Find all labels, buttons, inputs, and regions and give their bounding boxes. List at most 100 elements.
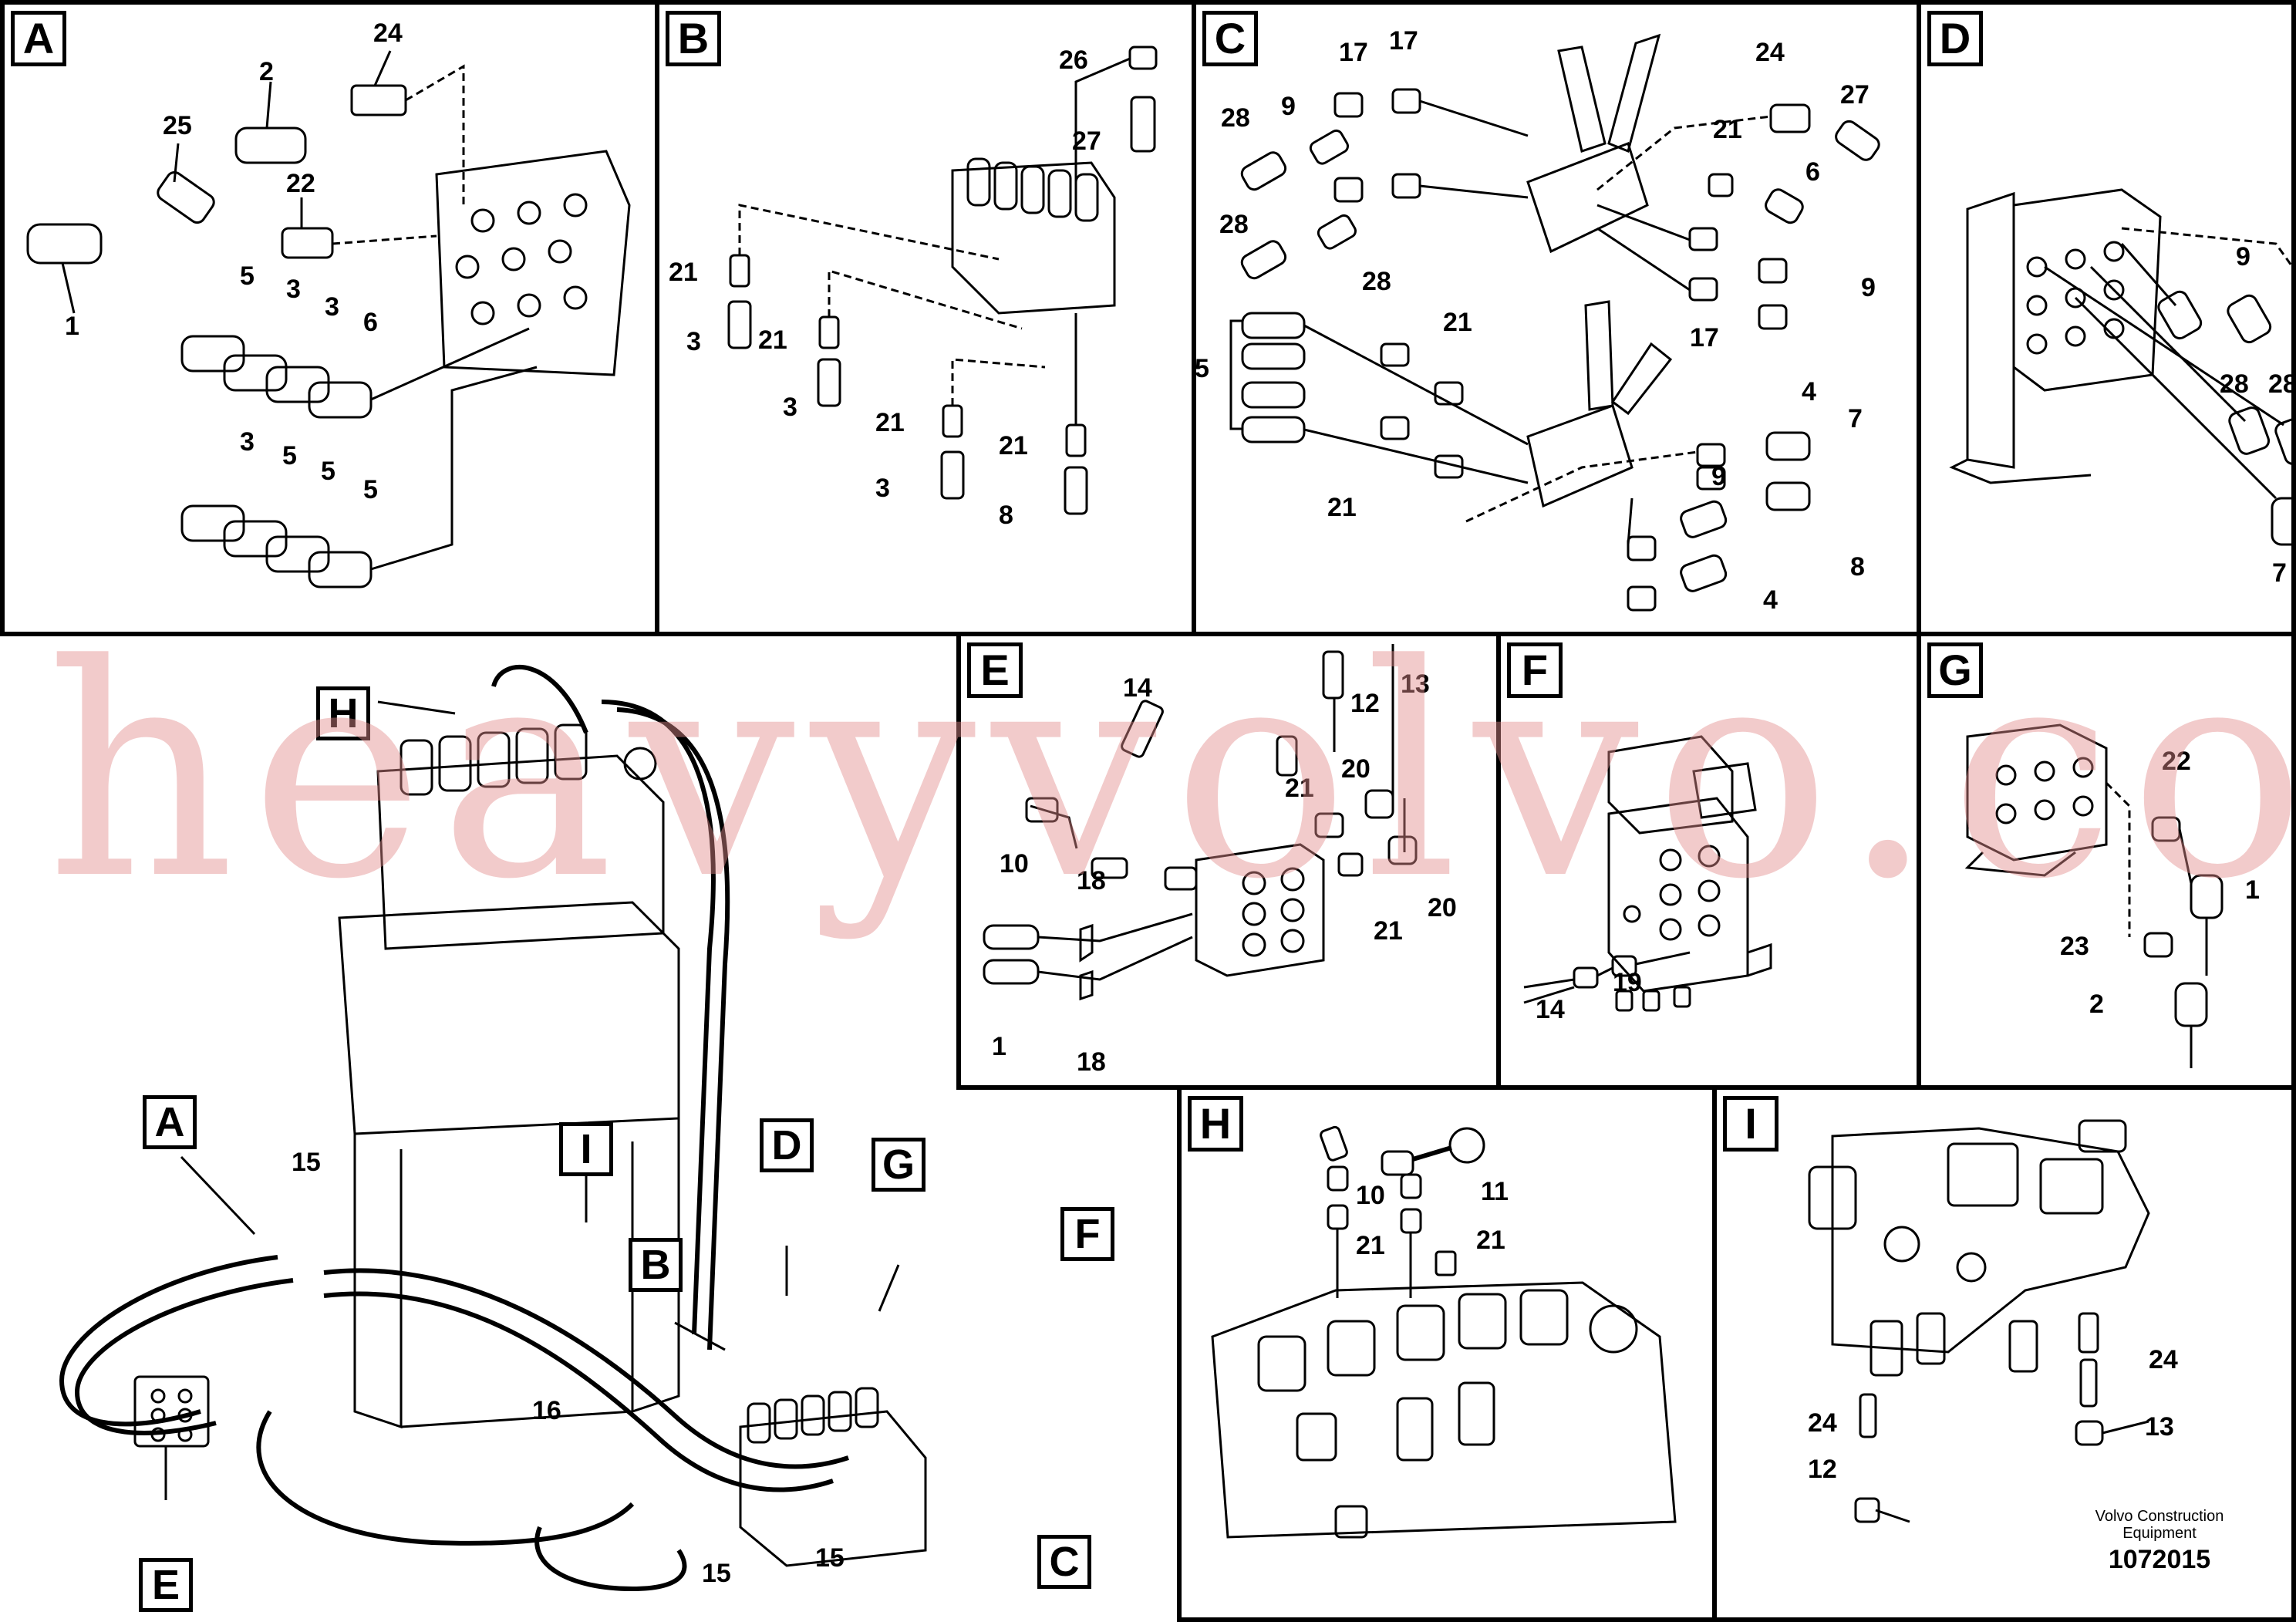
panel-i-drawing [1808, 1119, 2150, 1523]
callout: 10 [1356, 1181, 1385, 1210]
callout: 20 [1341, 754, 1371, 784]
callout: 21 [1476, 1226, 1505, 1255]
overview-drawing-area [0, 640, 956, 1620]
callout: 22 [2162, 747, 2191, 776]
callout: 21 [1356, 1231, 1385, 1260]
footer-company-line1: Volvo Construction [2095, 1508, 2224, 1525]
callout: 3 [686, 327, 701, 356]
callout: 27 [1072, 126, 1101, 156]
callout: 19 [1613, 968, 1642, 997]
callout: 20 [1428, 893, 1457, 922]
callout: 1 [65, 312, 79, 341]
panel-g: G 22 1 23 2 [1917, 632, 2296, 1090]
panel-f: F 14 19 [1496, 632, 1921, 1090]
panel-g-drawing [1964, 723, 2224, 1068]
callout: 13 [1401, 669, 1430, 699]
callout: 12 [1350, 689, 1380, 718]
callout: 24 [2149, 1345, 2178, 1374]
footer-company: Volvo Construction Equipment [2082, 1508, 2237, 1542]
overview-marker-a: A [143, 1095, 197, 1149]
panel-a: A [0, 0, 659, 636]
callout: 9 [1861, 273, 1876, 302]
panel-b-drawing [727, 46, 1158, 515]
panel-c-drawing [1229, 33, 1880, 612]
callout: 17 [1339, 38, 1368, 67]
panel-a-label: A [11, 11, 66, 66]
callout: 5 [1195, 354, 1209, 383]
callout: 5 [363, 475, 378, 504]
panel-c-label: C [1202, 11, 1258, 66]
callout: 7 [2272, 558, 2287, 588]
panel-f-label: F [1507, 642, 1563, 698]
callout: 1 [2245, 875, 2260, 905]
callout: 21 [1374, 916, 1403, 946]
callout: 3 [783, 393, 797, 422]
panel-g-label: G [1927, 642, 1983, 698]
overview-drawing [59, 665, 927, 1592]
overview-marker-e: E [139, 1558, 193, 1612]
callout: 8 [999, 501, 1013, 530]
callout: 6 [1805, 157, 1820, 187]
callout: 28 [2268, 369, 2296, 399]
callout: 21 [1443, 308, 1472, 337]
panel-h-label: H [1188, 1096, 1243, 1152]
panel-d-label: D [1927, 11, 1983, 66]
callout: 21 [999, 431, 1028, 460]
callout: 23 [2060, 932, 2089, 961]
callout: 22 [286, 169, 315, 198]
callout: 11 [1481, 1177, 1509, 1206]
callout: 9 [1281, 92, 1296, 121]
callout: 2 [259, 57, 274, 86]
panel-h: H 10 11 21 21 [1177, 1085, 1717, 1622]
callout: 28 [1219, 210, 1249, 239]
callout: 3 [325, 292, 339, 322]
callout: 7 [1848, 404, 1863, 433]
callout: 15 [292, 1148, 321, 1177]
overview-marker-g: G [872, 1138, 925, 1192]
callout: 5 [282, 441, 297, 470]
callout: 5 [321, 457, 335, 486]
panel-d: D 9 28 28 7 [1917, 0, 2296, 636]
callout: 24 [373, 19, 403, 48]
callout: 24 [1755, 38, 1785, 67]
panel-h-drawing [1211, 1125, 1677, 1539]
callout: 28 [1221, 103, 1250, 133]
callout: 6 [363, 308, 378, 337]
callout: 21 [1327, 493, 1357, 522]
footer-code: 1072015 [2108, 1545, 2211, 1574]
panel-e: E 14 13 12 [956, 632, 1501, 1090]
panel-b-label: B [666, 11, 721, 66]
callout: 2 [2089, 990, 2104, 1019]
callout: 14 [1536, 995, 1565, 1024]
callout: 4 [1802, 377, 1816, 406]
callout: 18 [1077, 866, 1106, 895]
overview-marker-f: F [1060, 1207, 1114, 1261]
panel-i-label: I [1723, 1096, 1778, 1152]
panel-a-drawing [26, 50, 631, 588]
callout: 21 [875, 408, 905, 437]
callout: 10 [1000, 849, 1029, 878]
callout: 17 [1389, 26, 1418, 56]
callout: 3 [286, 275, 301, 304]
callout: 9 [1711, 462, 1726, 491]
callout: 28 [2220, 369, 2249, 399]
callout: 24 [1808, 1408, 1837, 1438]
callout: 21 [669, 258, 698, 287]
callout: 28 [1362, 267, 1391, 296]
callout: 8 [1850, 552, 1865, 582]
callout: 12 [1808, 1455, 1837, 1484]
panel-b: B 26 27 21 3 21 3 21 [655, 0, 1196, 636]
panel-e-drawing [983, 644, 1418, 1001]
callout: 21 [758, 325, 787, 355]
footer-company-line2: Equipment [2122, 1525, 2197, 1542]
callout: 21 [1285, 774, 1314, 803]
callout: 1 [992, 1032, 1006, 1061]
callout: 15 [702, 1559, 731, 1588]
callout: 5 [240, 261, 255, 291]
callout: 26 [1059, 46, 1088, 75]
overview-marker-b: B [629, 1238, 683, 1292]
callout: 9 [2236, 242, 2250, 271]
panel-d-drawing [1949, 188, 2291, 546]
panel-f-drawing [1523, 735, 1772, 1012]
callout: 13 [2145, 1412, 2174, 1442]
